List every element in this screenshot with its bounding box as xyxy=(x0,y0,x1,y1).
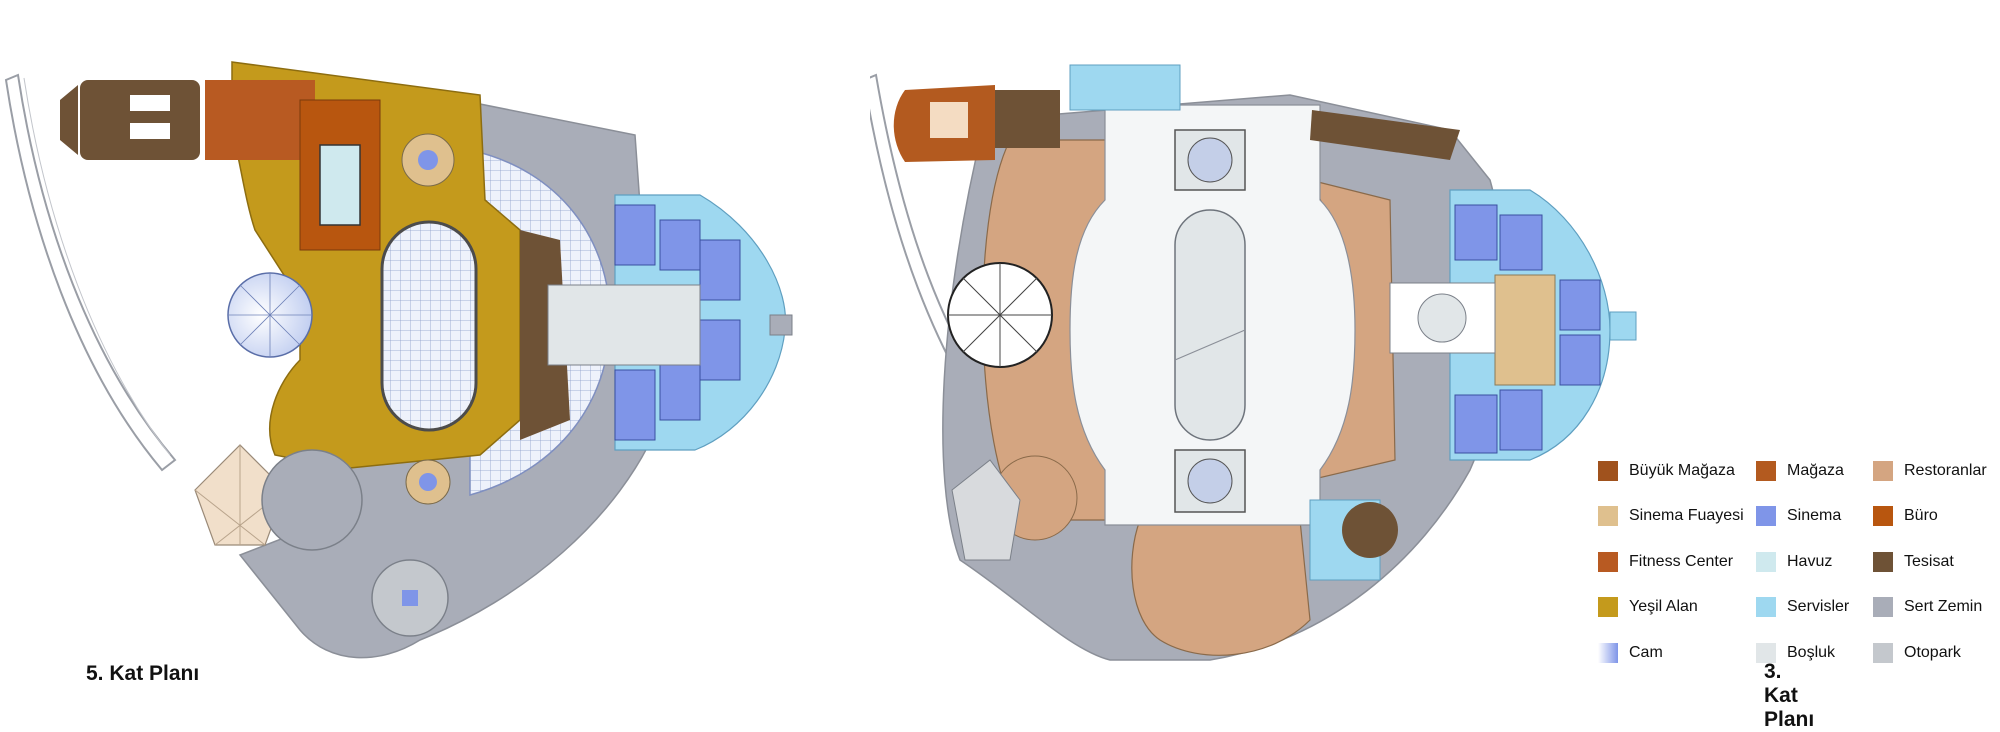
tesisat-strip-3 xyxy=(1310,110,1460,160)
curved-facade-wall xyxy=(4,73,177,472)
sinema-hall-3 xyxy=(699,239,741,301)
legend-item: Boşluk xyxy=(1756,640,1835,666)
legend-label: Servisler xyxy=(1787,598,1850,615)
legend-item: Tesisat xyxy=(1873,549,1954,575)
floor-plan-5: 5. Kat Planı xyxy=(0,0,900,716)
legend-label: Restoranlar xyxy=(1904,462,1987,479)
legend-label: Havuz xyxy=(1787,553,1833,570)
lower-rotunda xyxy=(261,449,363,551)
legend-item: Mağaza xyxy=(1756,458,1844,484)
legend-label: Büyük Mağaza xyxy=(1629,462,1735,479)
legend-swatch xyxy=(1873,643,1893,663)
legend-swatch xyxy=(1756,506,1776,526)
legend-swatch xyxy=(1598,643,1618,663)
restoran-area-south xyxy=(1131,519,1311,656)
legend-swatch xyxy=(1598,597,1618,617)
central-skylight-5 xyxy=(380,220,478,432)
legend-label: Boşluk xyxy=(1787,644,1836,661)
legend-swatch xyxy=(1873,552,1893,572)
sinema-hall-3-1 xyxy=(1454,204,1498,261)
legend-swatch xyxy=(1756,461,1776,481)
legend-swatch xyxy=(1598,461,1618,481)
legend-swatch xyxy=(1873,597,1893,617)
legend-swatch xyxy=(1756,552,1776,572)
floor-plan-3-drawing xyxy=(862,64,1637,661)
legend-swatch xyxy=(1598,552,1618,572)
sinema-fuaye-3 xyxy=(1494,274,1556,386)
legend-label: Tesisat xyxy=(1904,553,1954,570)
legend-swatch xyxy=(1598,506,1618,526)
tesisat-block-left xyxy=(80,80,200,160)
legend-swatch xyxy=(1756,643,1776,663)
legend-item: Restoranlar xyxy=(1873,458,1987,484)
legend-label: Yeşil Alan xyxy=(1629,598,1698,615)
havuz-pool xyxy=(319,144,361,226)
legend-item: Sinema xyxy=(1756,503,1841,529)
legend-label: Fitness Center xyxy=(1629,553,1734,570)
legend-label: Mağaza xyxy=(1787,462,1844,479)
legend-item: Otopark xyxy=(1873,640,1961,666)
legend-item: Büro xyxy=(1873,503,1938,529)
legend-item: Servisler xyxy=(1756,594,1849,620)
void-bosluk-5 xyxy=(547,284,701,366)
floor-plan-5-drawing xyxy=(4,61,793,659)
sinema-hall-3-4 xyxy=(1559,334,1601,386)
sinema-hall-3-6 xyxy=(1454,394,1498,454)
sinema-hall-4 xyxy=(699,319,741,381)
sinema-hall-2 xyxy=(659,219,701,271)
legend-swatch xyxy=(1873,461,1893,481)
sinema-hall-5 xyxy=(659,359,701,421)
legend-swatch xyxy=(1756,597,1776,617)
sinema-hall-3-3 xyxy=(1559,279,1601,331)
legend-label: Sinema xyxy=(1787,507,1842,524)
legend-item: Havuz xyxy=(1756,549,1832,575)
sinema-hall-6 xyxy=(614,369,656,441)
legend-item: Sinema Fuayesi xyxy=(1598,503,1744,529)
legend-swatch xyxy=(1873,506,1893,526)
floor-plan-5-title: 5. Kat Planı xyxy=(86,662,200,685)
legend-item: Yeşil Alan xyxy=(1598,594,1698,620)
legend-label: Sinema Fuayesi xyxy=(1629,507,1744,524)
sinema-hall-3-5 xyxy=(1499,389,1543,451)
floor-plan-3: 3. Kat Planı xyxy=(862,0,1814,731)
tent-canopy-3 xyxy=(951,459,1021,561)
servisler-block-north xyxy=(1069,64,1181,111)
tesisat-area-5 xyxy=(520,230,570,440)
sinema-hall-1 xyxy=(614,204,656,266)
legend-label: Otopark xyxy=(1904,644,1961,661)
fitness-center-block xyxy=(205,80,315,160)
legend-item: Fitness Center xyxy=(1598,549,1733,575)
legend-item: Sert Zemin xyxy=(1873,594,1982,620)
sinema-hall-3-2 xyxy=(1499,214,1543,271)
legend-item: Büyük Mağaza xyxy=(1598,458,1735,484)
legend-label: Büro xyxy=(1904,507,1938,524)
legend-label: Sert Zemin xyxy=(1904,598,1983,615)
tesisat-block-3 xyxy=(995,90,1060,148)
tesisat-round xyxy=(1342,502,1398,558)
central-skylight-3 xyxy=(1174,209,1246,441)
legend-item: Cam xyxy=(1598,640,1663,666)
legend-label: Cam xyxy=(1629,644,1663,661)
